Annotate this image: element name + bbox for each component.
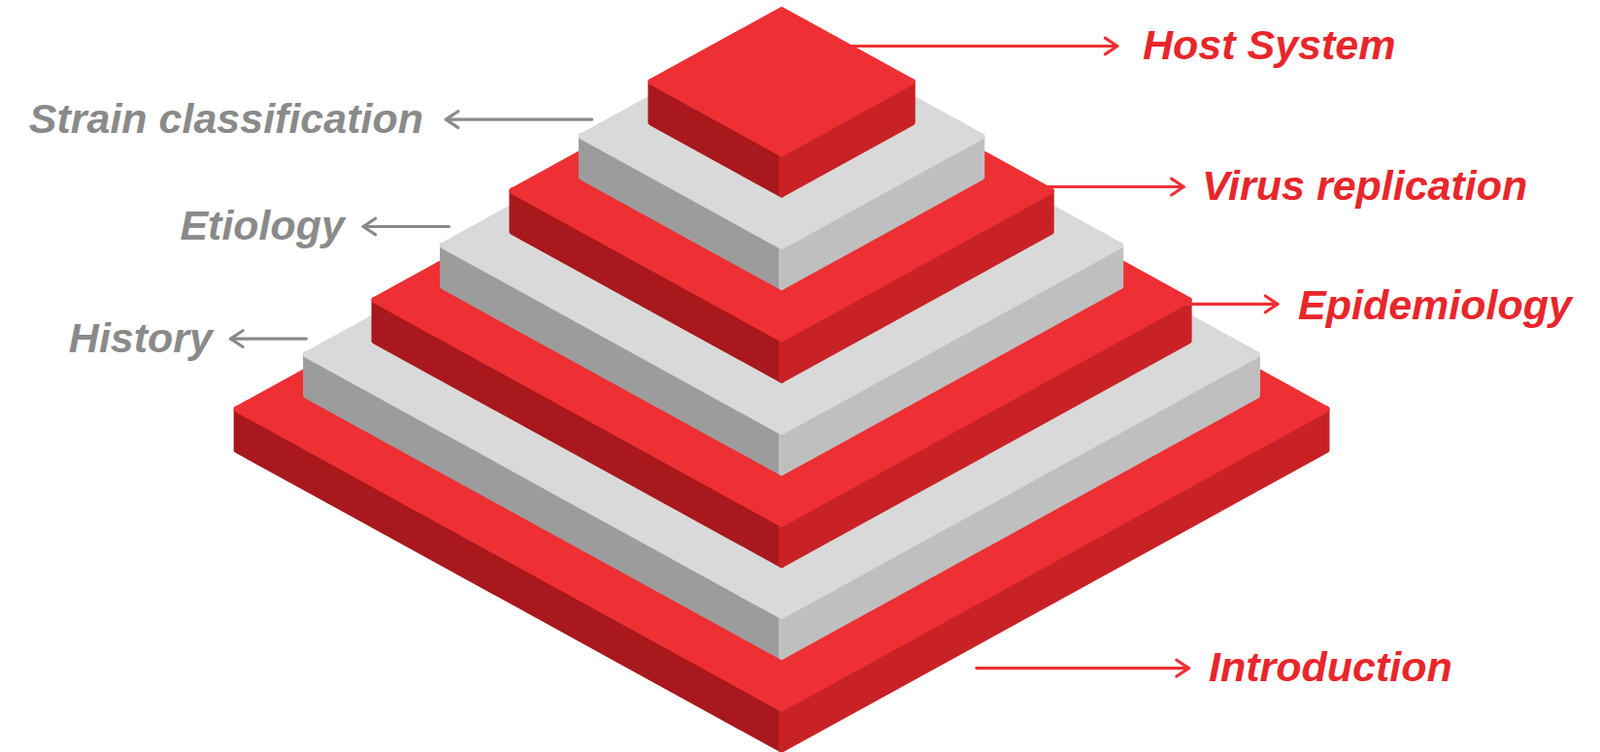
leader-line xyxy=(848,37,1117,55)
section-label: Etiology xyxy=(179,201,345,250)
leader-line xyxy=(1033,178,1185,196)
section-label: Epidemiology xyxy=(1298,281,1572,330)
leader-line xyxy=(231,331,307,348)
section-label: Introduction xyxy=(1208,643,1453,692)
leader-line xyxy=(445,111,592,129)
section-label: History xyxy=(68,314,213,363)
leader-line xyxy=(976,660,1190,677)
leader-line xyxy=(1170,296,1278,313)
pyramid-layer xyxy=(651,9,913,195)
section-label: Strain classification xyxy=(29,95,424,143)
section-label: Virus replication xyxy=(1201,162,1528,210)
section-label: Host System xyxy=(1142,21,1396,69)
leader-line xyxy=(363,218,449,235)
